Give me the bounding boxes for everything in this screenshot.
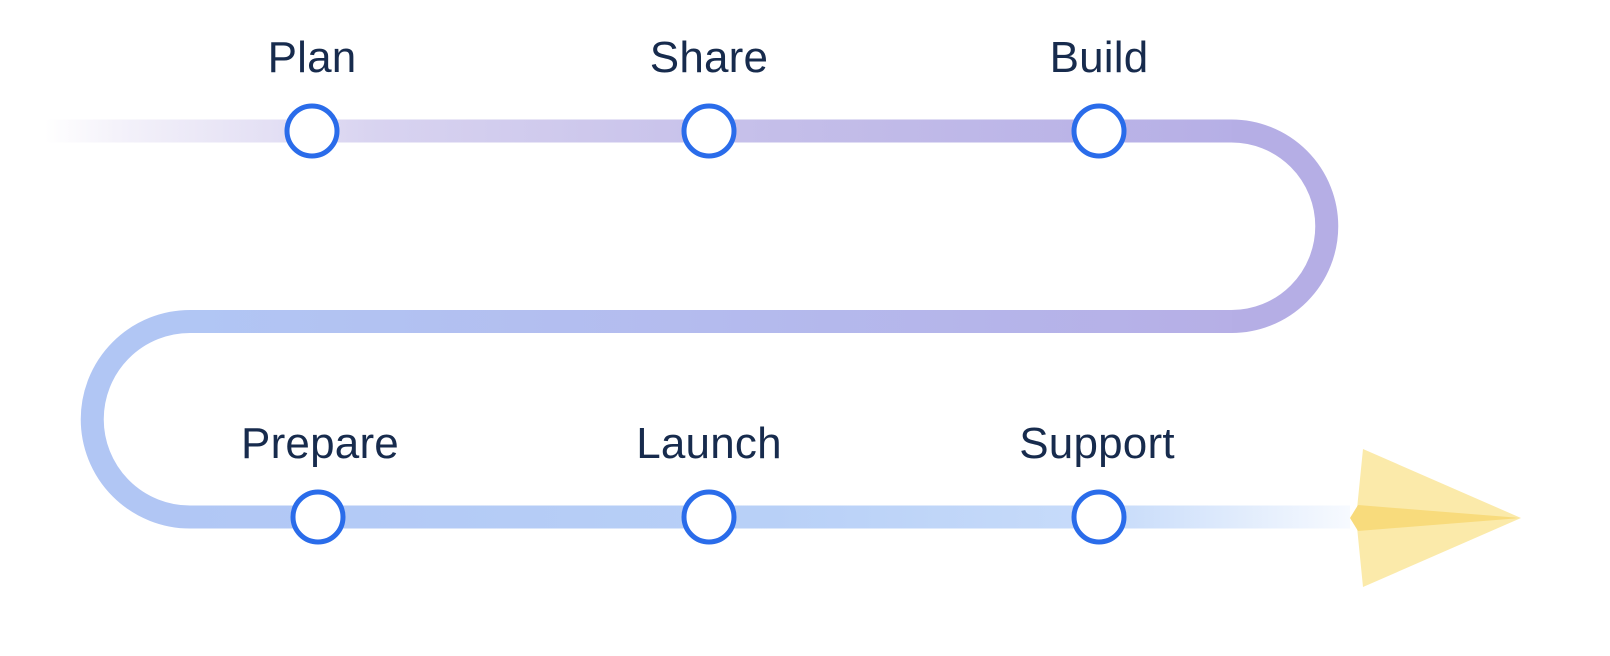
stage-label-share: Share [649,33,769,82]
paper-plane-top-wing [1357,449,1521,518]
stage-label-plan: Plan [267,33,357,82]
stage-label-support: Support [1019,419,1175,468]
node-share [681,103,737,159]
node-prepare [290,489,346,545]
paper-plane-bottom-wing [1357,518,1521,587]
journey-path-right-curve [1231,119,1339,333]
node-plan [284,103,340,159]
node-launch [681,489,737,545]
node-build [1071,103,1127,159]
node-support [1071,489,1127,545]
stage-label-prepare: Prepare [241,419,399,468]
stage-label-launch: Launch [636,419,782,468]
paper-plane-center-fold [1350,505,1521,531]
stage-label-build: Build [1049,33,1149,82]
paper-plane-icon [1350,449,1521,587]
journey-path-left-curve [80,310,191,529]
